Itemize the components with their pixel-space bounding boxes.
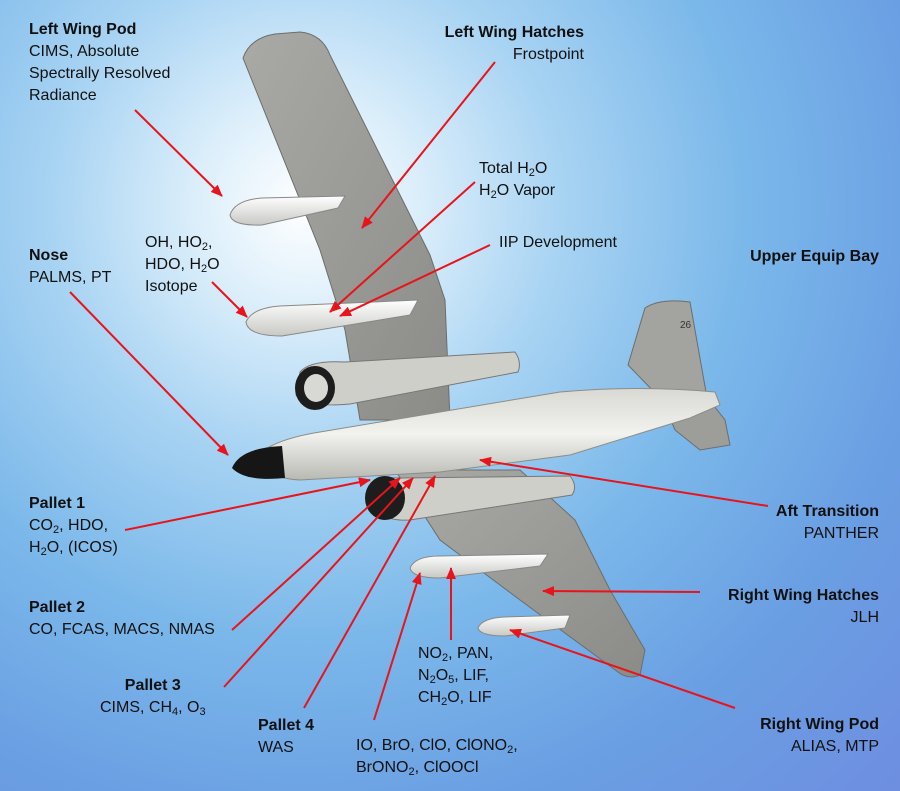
right-wing-pod-line: ALIAS, MTP — [790, 738, 879, 755]
oh-ho2-line: OH, HO2, — [145, 234, 213, 253]
arrow-iip-development — [339, 244, 491, 317]
pallet-3-title: Pallet 3 — [124, 677, 181, 694]
pallet-3-line: CIMS, CH4, O3 — [100, 699, 206, 718]
label-no2-pan: NO2, PAN, N2O5, LIF, CH2O, LIF — [418, 643, 493, 709]
label-left-wing-pod: Left Wing Pod CIMS, Absolute Spectrally … — [29, 19, 170, 107]
no2-pan-line: CH2O, LIF — [418, 689, 492, 708]
right-wing — [394, 469, 646, 678]
pallet-1-line: H2O, (ICOS) — [29, 539, 118, 558]
pallet-2-title: Pallet 2 — [29, 599, 86, 616]
right-wing-hatches-title: Right Wing Hatches — [728, 587, 879, 604]
oh-ho2-line: Isotope — [145, 278, 198, 295]
callout-arrows — [69, 61, 769, 721]
left-wing-pod-title: Left Wing Pod — [29, 21, 137, 38]
label-nose: Nose PALMS, PT — [29, 245, 111, 289]
arrow-pallet-3 — [223, 477, 414, 688]
left-wing-pod-line: CIMS, Absolute — [29, 43, 140, 60]
total-h2o-line: Total H2O — [479, 160, 548, 179]
arrow-right-wing-pod — [509, 628, 736, 709]
oh-ho2-line: HDO, H2O — [145, 256, 220, 275]
label-pallet-1: Pallet 1 CO2, HDO, H2O, (ICOS) — [29, 493, 118, 559]
label-left-wing-hatches: Left Wing Hatches Frostpoint — [445, 22, 584, 66]
label-oh-ho2: OH, HO2, HDO, H2O Isotope — [145, 232, 220, 298]
aircraft: 26 — [229, 31, 731, 678]
label-pallet-3: Pallet 3 CIMS, CH4, O3 — [100, 675, 206, 719]
arrow-aft-transition — [479, 456, 769, 507]
left-wing-inner-pod — [245, 299, 419, 337]
nose-title: Nose — [29, 247, 69, 264]
label-right-wing-pod: Right Wing Pod ALIAS, MTP — [760, 714, 879, 758]
pallet-4-title: Pallet 4 — [258, 717, 315, 734]
nose-cone — [232, 446, 285, 479]
no2-pan-line: NO2, PAN, — [418, 645, 494, 664]
arrow-halogens — [373, 572, 422, 721]
left-wing-hatches-title: Left Wing Hatches — [444, 24, 584, 41]
label-pallet-4: Pallet 4 WAS — [258, 715, 314, 759]
arrow-pallet-2 — [231, 477, 401, 631]
halogens-line: IO, BrO, ClO, ClONO2, — [356, 737, 518, 756]
left-wing — [242, 31, 451, 421]
label-total-h2o: Total H2O H2O Vapor — [479, 158, 555, 202]
arrow-pallet-1 — [124, 477, 371, 531]
halogens-line: BrONO2, ClOOCl — [356, 759, 479, 778]
arrow-pallet-4 — [303, 475, 436, 709]
pallet-2-line: CO, FCAS, MACS, NMAS — [29, 621, 215, 638]
label-right-wing-hatches: Right Wing Hatches JLH — [728, 585, 879, 629]
total-h2o-line: H2O Vapor — [479, 182, 556, 201]
arrow-oh-ho2 — [211, 281, 248, 318]
nose-line: PALMS, PT — [29, 269, 112, 286]
tail-fin — [627, 300, 707, 399]
pallet-1-line: CO2, HDO, — [29, 517, 109, 536]
aft-transition-title: Aft Transition — [775, 503, 879, 520]
arrow-right-wing-hatches — [542, 586, 701, 597]
no2-pan-line: N2O5, LIF, — [418, 667, 489, 686]
aft-transition-line: PANTHER — [803, 525, 879, 542]
tail-marking: 26 — [680, 320, 692, 331]
lower-engine-intake — [365, 476, 405, 520]
right-wing-outer-pod — [477, 614, 571, 637]
arrow-left-wing-hatches — [361, 61, 496, 229]
iip-development-line: IIP Development — [499, 234, 617, 251]
label-aft-transition: Aft Transition PANTHER — [776, 501, 879, 545]
right-wing-pod-title: Right Wing Pod — [760, 716, 879, 733]
label-iip-development: IIP Development — [499, 232, 617, 254]
arrow-nose — [69, 291, 229, 456]
pallet-1-title: Pallet 1 — [29, 495, 86, 512]
pallet-4-line: WAS — [258, 739, 294, 756]
left-wing-pod-line: Radiance — [29, 87, 97, 104]
left-wing-pod-line: Spectrally Resolved — [29, 65, 171, 82]
label-upper-equip-bay: Upper Equip Bay — [750, 246, 879, 268]
left-wing-pod — [229, 195, 346, 226]
left-wing-hatches-line: Frostpoint — [512, 46, 584, 63]
arrow-total-h2o — [329, 181, 476, 313]
right-wing-hatches-line: JLH — [850, 609, 879, 626]
label-halogens: IO, BrO, ClO, ClONO2, BrONO2, ClOOCl — [356, 735, 518, 779]
arrow-left-wing-pod — [134, 109, 223, 197]
label-pallet-2: Pallet 2 CO, FCAS, MACS, NMAS — [29, 597, 215, 641]
upper-equip-bay-title: Upper Equip Bay — [750, 248, 879, 265]
